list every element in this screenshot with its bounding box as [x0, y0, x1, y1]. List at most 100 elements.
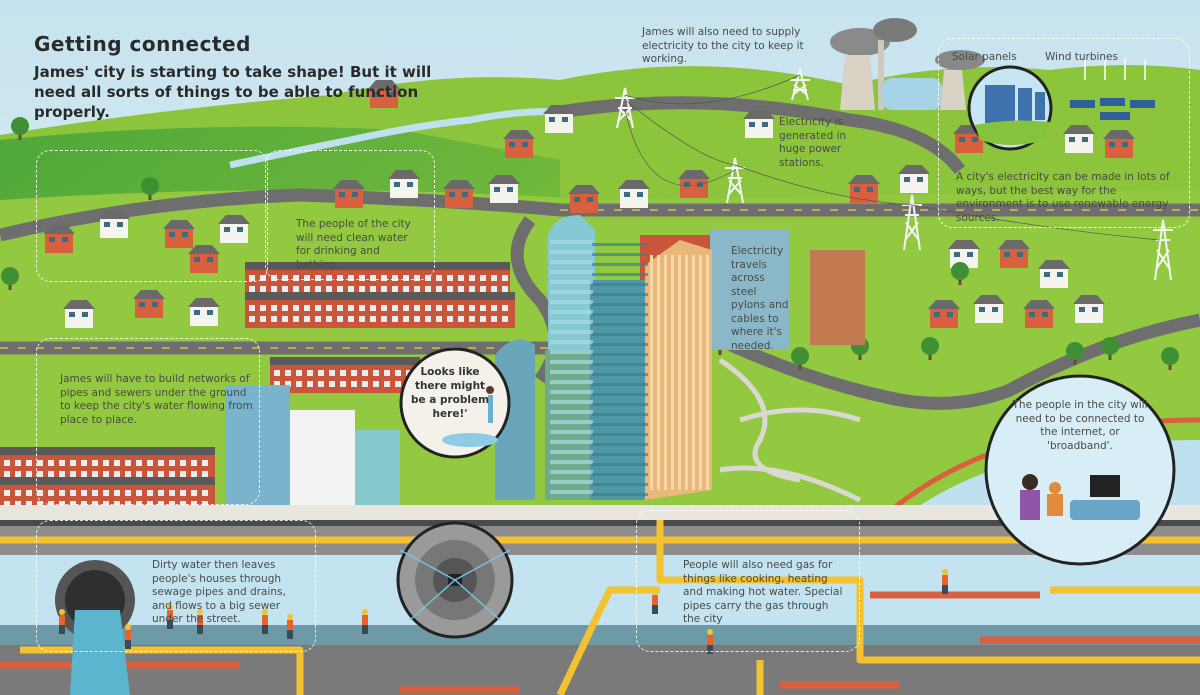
window-stripe [550, 470, 593, 474]
terrace-window [4, 460, 10, 466]
terrace-window [125, 471, 131, 477]
house-roof [133, 290, 165, 299]
house-wall [1040, 268, 1068, 288]
window-stripe [592, 483, 648, 486]
terrace-window [37, 460, 43, 466]
house-roof [848, 175, 880, 184]
window-stripe [550, 440, 593, 444]
house-roof [443, 180, 475, 189]
worker [707, 629, 713, 654]
broadband-circle [984, 374, 1176, 566]
window-stripe [592, 403, 648, 406]
house [188, 298, 220, 326]
house-roof [503, 130, 535, 139]
page-intro: James' city is starting to take shape! B… [34, 63, 432, 121]
terrace-window [26, 490, 32, 496]
tree [921, 337, 939, 360]
terrace-window [337, 316, 343, 322]
house-roof [898, 165, 930, 174]
house-window [387, 92, 393, 97]
terrace-roof [245, 262, 510, 271]
terrace-window [260, 305, 266, 311]
tree [1101, 337, 1119, 360]
pylon [725, 157, 745, 204]
terrace-window [362, 381, 368, 387]
terrace-window [37, 471, 43, 477]
terrace-window [447, 305, 453, 311]
house-window [104, 222, 110, 227]
house [218, 215, 250, 243]
terrace-window [502, 316, 508, 322]
house-window [904, 177, 910, 182]
terrace-window [180, 471, 186, 477]
house-roof [948, 240, 980, 249]
house-roof [1038, 260, 1070, 269]
terrace-window [502, 275, 508, 281]
worker-legs [362, 625, 368, 634]
house-window [509, 142, 515, 147]
terrace-window [304, 286, 310, 292]
window-stripe [592, 383, 648, 386]
terrace-window [271, 286, 277, 292]
terrace-window [469, 286, 475, 292]
house [1103, 130, 1135, 158]
terrace-window [4, 471, 10, 477]
terrace-window [260, 286, 266, 292]
power-station [830, 18, 985, 110]
worker [197, 609, 203, 634]
terrace-window [125, 460, 131, 466]
terrace-window [260, 316, 266, 322]
terrace-window [348, 316, 354, 322]
tree-crown [951, 262, 969, 280]
worker [167, 604, 173, 629]
house [1063, 125, 1095, 153]
house [368, 80, 400, 108]
terrace-window [4, 490, 10, 496]
worker [287, 614, 293, 639]
terrace-window [191, 490, 197, 496]
terrace-window [373, 381, 379, 387]
terrace-window [15, 501, 21, 507]
terrace-window [469, 305, 475, 311]
house [568, 185, 600, 213]
kerb [0, 520, 1200, 526]
worker-legs [942, 585, 948, 594]
label-wind-turbines: Wind turbines [1045, 51, 1118, 63]
window-stripe [550, 400, 593, 404]
house-window [1079, 307, 1085, 312]
window-stripe [592, 243, 648, 246]
terrace-window [381, 286, 387, 292]
house-window [494, 187, 500, 192]
terrace-window [249, 275, 255, 281]
terrace-window [307, 370, 313, 376]
house-window [182, 232, 188, 237]
house-window [49, 237, 55, 242]
house-roof [388, 170, 420, 179]
worker [262, 609, 268, 634]
terrace-window [318, 370, 324, 376]
terrace-window [458, 305, 464, 311]
house-window [194, 310, 200, 315]
terrace-window [392, 316, 398, 322]
house-window [62, 237, 68, 242]
worker-vest [167, 610, 173, 620]
house-window [959, 137, 965, 142]
house-window [1042, 312, 1048, 317]
tree-crown [1, 267, 19, 285]
terrace-window [491, 305, 497, 311]
caption-renewable: A city's electricity can be made in lots… [956, 171, 1170, 224]
terrace-window [282, 316, 288, 322]
terrace-window [403, 316, 409, 322]
terrace-window [92, 460, 98, 466]
window-stripe [550, 280, 593, 284]
terrace-window [458, 286, 464, 292]
caption-gas: People will also need gas for things lik… [683, 559, 843, 625]
terrace-window [136, 460, 142, 466]
terrace-window [114, 460, 120, 466]
window-stripe [592, 353, 648, 356]
house-roof [63, 300, 95, 309]
house-window [1092, 307, 1098, 312]
window-stripe [592, 253, 648, 256]
window-stripe [550, 380, 593, 384]
house-roof [568, 185, 600, 194]
